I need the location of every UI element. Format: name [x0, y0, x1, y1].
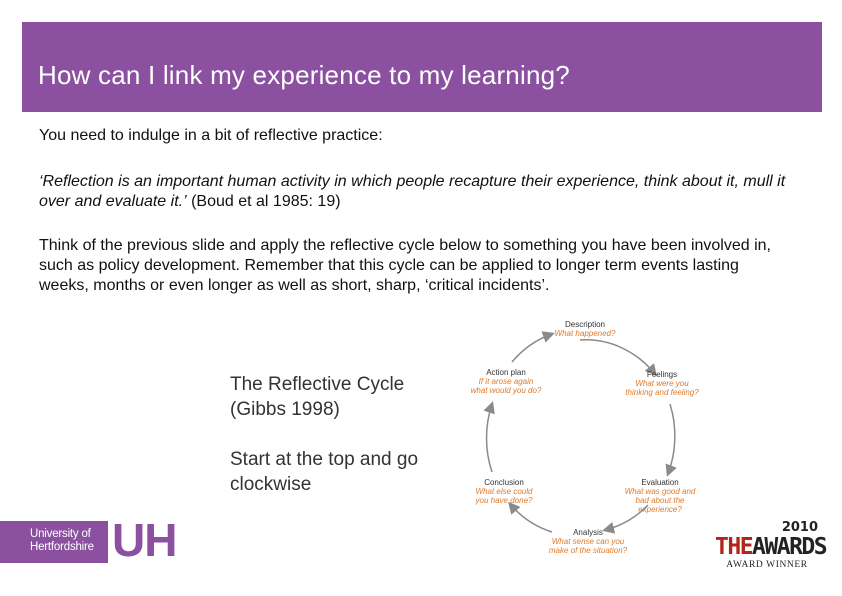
stage-description: Description What happened? — [554, 320, 616, 338]
arrow-evaluation-to-analysis — [602, 504, 649, 534]
arrow-conclusion-to-action — [483, 401, 495, 473]
cycle-arrows — [483, 331, 677, 534]
stage-conclusion: Conclusion What else could you have done… — [475, 478, 533, 505]
caption-instruction-cont: clockwise — [230, 474, 312, 495]
stage-feelings: Feelings What were you thinking and feel… — [625, 370, 699, 397]
university-of-hertfordshire-logo: University of Hertfordshire UH — [0, 514, 200, 566]
stage-action-plan: Action plan If it arose again what would… — [470, 368, 542, 395]
arrow-action-to-description — [511, 331, 555, 363]
intro-text: You need to indulge in a bit of reflecti… — [39, 127, 383, 144]
quote-text: ‘Reflection is an important human activi… — [39, 173, 786, 210]
caption-citation: (Gibbs 1998) — [230, 399, 340, 420]
the-awards-logo: 2010 THEAWARDS AWARD WINNER — [710, 520, 828, 573]
quote-citation: (Boud et al 1985: 19) — [186, 193, 341, 210]
cycle-caption: The Reflective Cycle (Gibbs 1998) Start … — [230, 372, 470, 497]
stage-analysis: Analysis What sense can you make of the … — [548, 528, 628, 555]
title-banner: How can I link my experience to my learn… — [22, 22, 822, 112]
caption-instruction: Start at the top and go — [230, 449, 419, 470]
awards-year: 2010 — [781, 520, 818, 535]
awards-subtitle: AWARD WINNER — [726, 560, 808, 570]
awards-wordmark: THEAWARDS — [715, 534, 828, 560]
arrow-description-to-feelings — [579, 339, 657, 377]
uh-letters: UH — [112, 514, 177, 566]
reflective-cycle-diagram: Description What happened? Feelings What… — [470, 312, 700, 557]
logo-bar: University of Hertfordshire — [0, 521, 108, 563]
instruction-text: Think of the previous slide and apply th… — [39, 237, 771, 294]
caption-title: The Reflective Cycle — [230, 374, 405, 395]
arrow-analysis-to-conclusion — [508, 501, 553, 533]
slide-title: How can I link my experience to my learn… — [38, 60, 570, 90]
stage-evaluation: Evaluation What was good and bad about t… — [624, 478, 696, 514]
reflection-quote: ‘Reflection is an important human activi… — [39, 172, 789, 212]
arrow-feelings-to-evaluation — [665, 403, 677, 477]
university-name: University of Hertfordshire — [30, 528, 94, 553]
